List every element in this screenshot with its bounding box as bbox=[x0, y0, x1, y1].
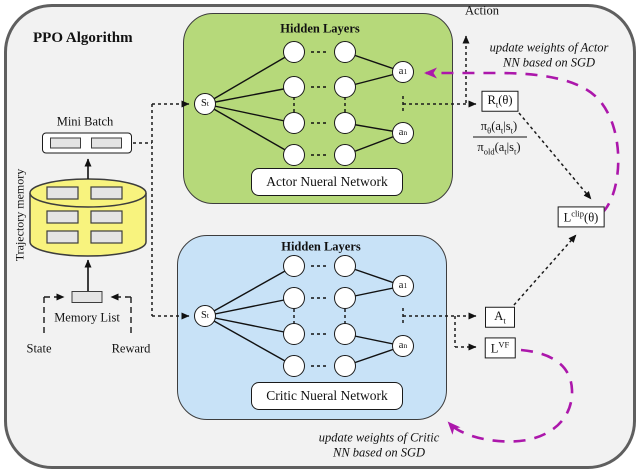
dotted-connectors bbox=[133, 35, 592, 351]
actor-update-note-line1: update weights of Actor bbox=[489, 40, 609, 55]
hidden-node bbox=[283, 255, 305, 277]
critic-update-note-line1: update weights of Critic bbox=[318, 430, 440, 445]
state-label: State bbox=[26, 341, 52, 356]
advantage-box: At bbox=[485, 306, 515, 328]
trajectory-memory-label: Trajectory memory bbox=[12, 168, 27, 262]
hidden-node bbox=[334, 287, 356, 309]
hidden-node bbox=[334, 355, 356, 377]
hidden-node bbox=[283, 112, 305, 134]
critic-network-label: Critic Nueral Network bbox=[251, 382, 403, 410]
value-loss-box: LVF bbox=[484, 337, 516, 359]
memory-slots bbox=[46, 186, 123, 244]
hidden-node bbox=[334, 323, 356, 345]
hidden-node bbox=[334, 112, 356, 134]
hidden-node bbox=[283, 323, 305, 345]
memory-list-box bbox=[71, 291, 103, 303]
hidden-node bbox=[283, 144, 305, 166]
state-reward-dashes bbox=[43, 293, 132, 337]
hidden-node bbox=[283, 287, 305, 309]
actor-edges bbox=[204, 51, 404, 156]
sgd-update-curves bbox=[424, 67, 620, 443]
ratio-numerator: πθ(at|st) bbox=[480, 118, 518, 136]
reward-label: Reward bbox=[111, 341, 151, 356]
mini-batch-box bbox=[42, 132, 132, 154]
action-label: Action bbox=[464, 3, 500, 18]
trajectory-memory-cylinder bbox=[29, 178, 147, 257]
page-title: PPO Algorithm bbox=[33, 30, 133, 46]
ratio-denominator: πold(at|st) bbox=[477, 139, 521, 157]
actor-hidden-layers-label: Hidden Layers bbox=[280, 21, 360, 36]
hidden-node bbox=[334, 255, 356, 277]
hidden-node bbox=[283, 355, 305, 377]
hidden-node bbox=[334, 144, 356, 166]
actor-update-note: update weights of Actor NN based on SGD bbox=[490, 40, 609, 70]
hidden-node bbox=[334, 76, 356, 98]
mini-batch-slot bbox=[50, 137, 81, 149]
critic-edges bbox=[204, 265, 404, 367]
critic-update-note: update weights of Critic NN based on SGD bbox=[319, 430, 439, 460]
clip-loss-box: Lclip(θ) bbox=[557, 206, 605, 228]
mini-batch-slot bbox=[91, 137, 122, 149]
layer-ellipsis-dots bbox=[293, 51, 346, 367]
actor-update-curve bbox=[424, 67, 620, 214]
probability-ratio-box: Rt(θ) bbox=[481, 90, 519, 112]
critic-update-curve bbox=[447, 348, 574, 443]
actor-network-label: Actor Nueral Network bbox=[251, 168, 403, 196]
memory-list-label: Memory List bbox=[54, 310, 120, 325]
mini-batch-label: Mini Batch bbox=[56, 114, 114, 129]
hidden-node bbox=[283, 76, 305, 98]
hidden-node bbox=[334, 41, 356, 63]
critic-update-note-line2: NN based on SGD bbox=[332, 445, 426, 459]
actor-update-note-line2: NN based on SGD bbox=[502, 55, 596, 69]
fraction-bar bbox=[473, 136, 527, 138]
critic-hidden-layers-label: Hidden Layers bbox=[281, 239, 361, 254]
hidden-node bbox=[283, 41, 305, 63]
